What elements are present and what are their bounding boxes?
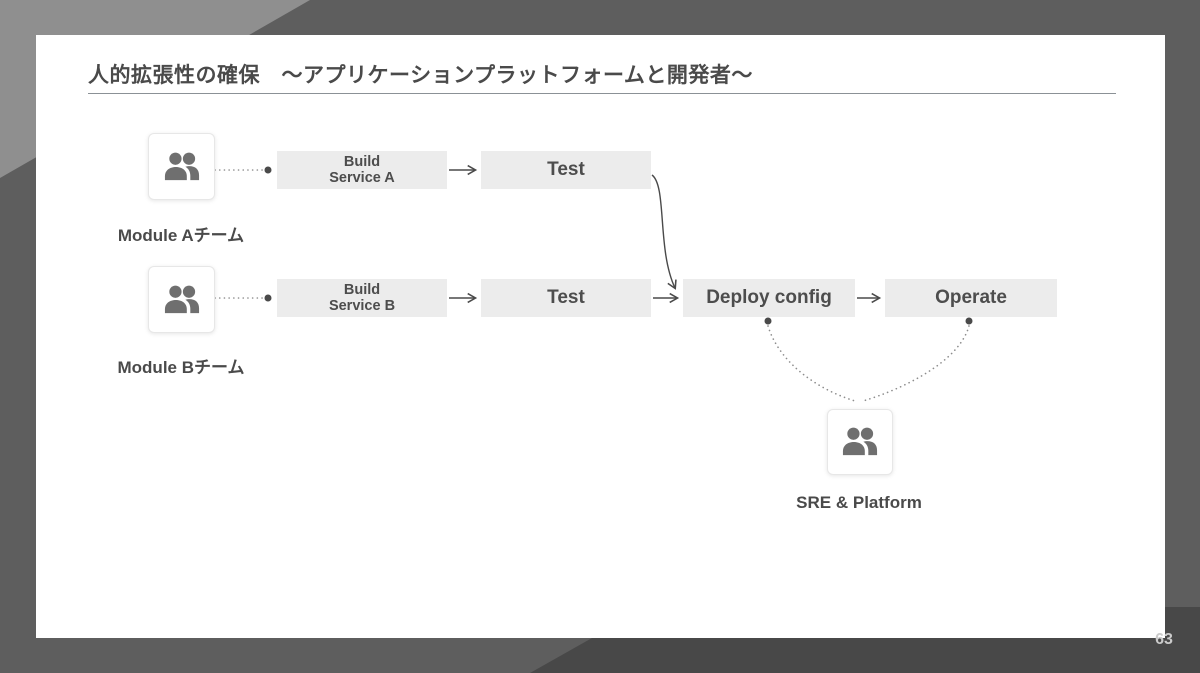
people-icon <box>842 427 878 456</box>
flow-box-label-line2: Service B <box>328 298 396 314</box>
connector-layer <box>214 164 973 402</box>
page-number: 63 <box>1155 631 1173 648</box>
flow-box-build-service-a: Build Service A <box>277 151 447 189</box>
bullet-module-b <box>264 294 272 302</box>
team-card-sre-platform <box>827 409 893 475</box>
slide-title: 人的拡張性の確保 ～アプリケーションプラットフォームと開発者～ <box>88 64 753 87</box>
team-card-module-a <box>148 133 215 200</box>
bullet-module-a <box>264 166 272 174</box>
title-underline <box>88 93 1116 94</box>
team-label-module-b: Module Bチーム <box>117 358 245 377</box>
flow-box-label-line2: Service A <box>329 170 395 186</box>
background-darker-corner <box>530 607 1200 673</box>
people-icon <box>164 285 199 313</box>
flow-box-test-a: Test <box>481 151 651 189</box>
flow-box-operate: Operate <box>885 279 1057 317</box>
flow-box-label: Test <box>547 159 585 180</box>
dotted-curve-deploy-to-sre <box>767 325 856 402</box>
people-icon <box>164 152 199 180</box>
dotted-curve-operate-to-sre <box>862 325 970 402</box>
team-card-module-b <box>148 266 215 333</box>
bullet-operate <box>965 317 973 325</box>
flow-box-label: Test <box>547 287 585 308</box>
slide: 人的拡張性の確保 ～アプリケーションプラットフォームと開発者～ <box>36 35 1165 638</box>
bullet-deploy <box>764 317 772 325</box>
flow-box-deploy-config: Deploy config <box>683 279 855 317</box>
curved-arrow-test-a-to-deploy <box>651 174 677 290</box>
team-label-module-a: Module Aチーム <box>117 226 245 245</box>
flow-box-label-line1: Build <box>343 281 381 298</box>
flow-box-test-b: Test <box>481 279 651 317</box>
team-label-sre-platform: SRE & Platform <box>796 493 922 512</box>
flow-box-label: Deploy config <box>706 287 832 308</box>
flow-box-build-service-b: Build Service B <box>277 279 447 317</box>
flow-box-label: Operate <box>935 287 1007 308</box>
flow-box-label-line1: Build <box>343 153 381 170</box>
